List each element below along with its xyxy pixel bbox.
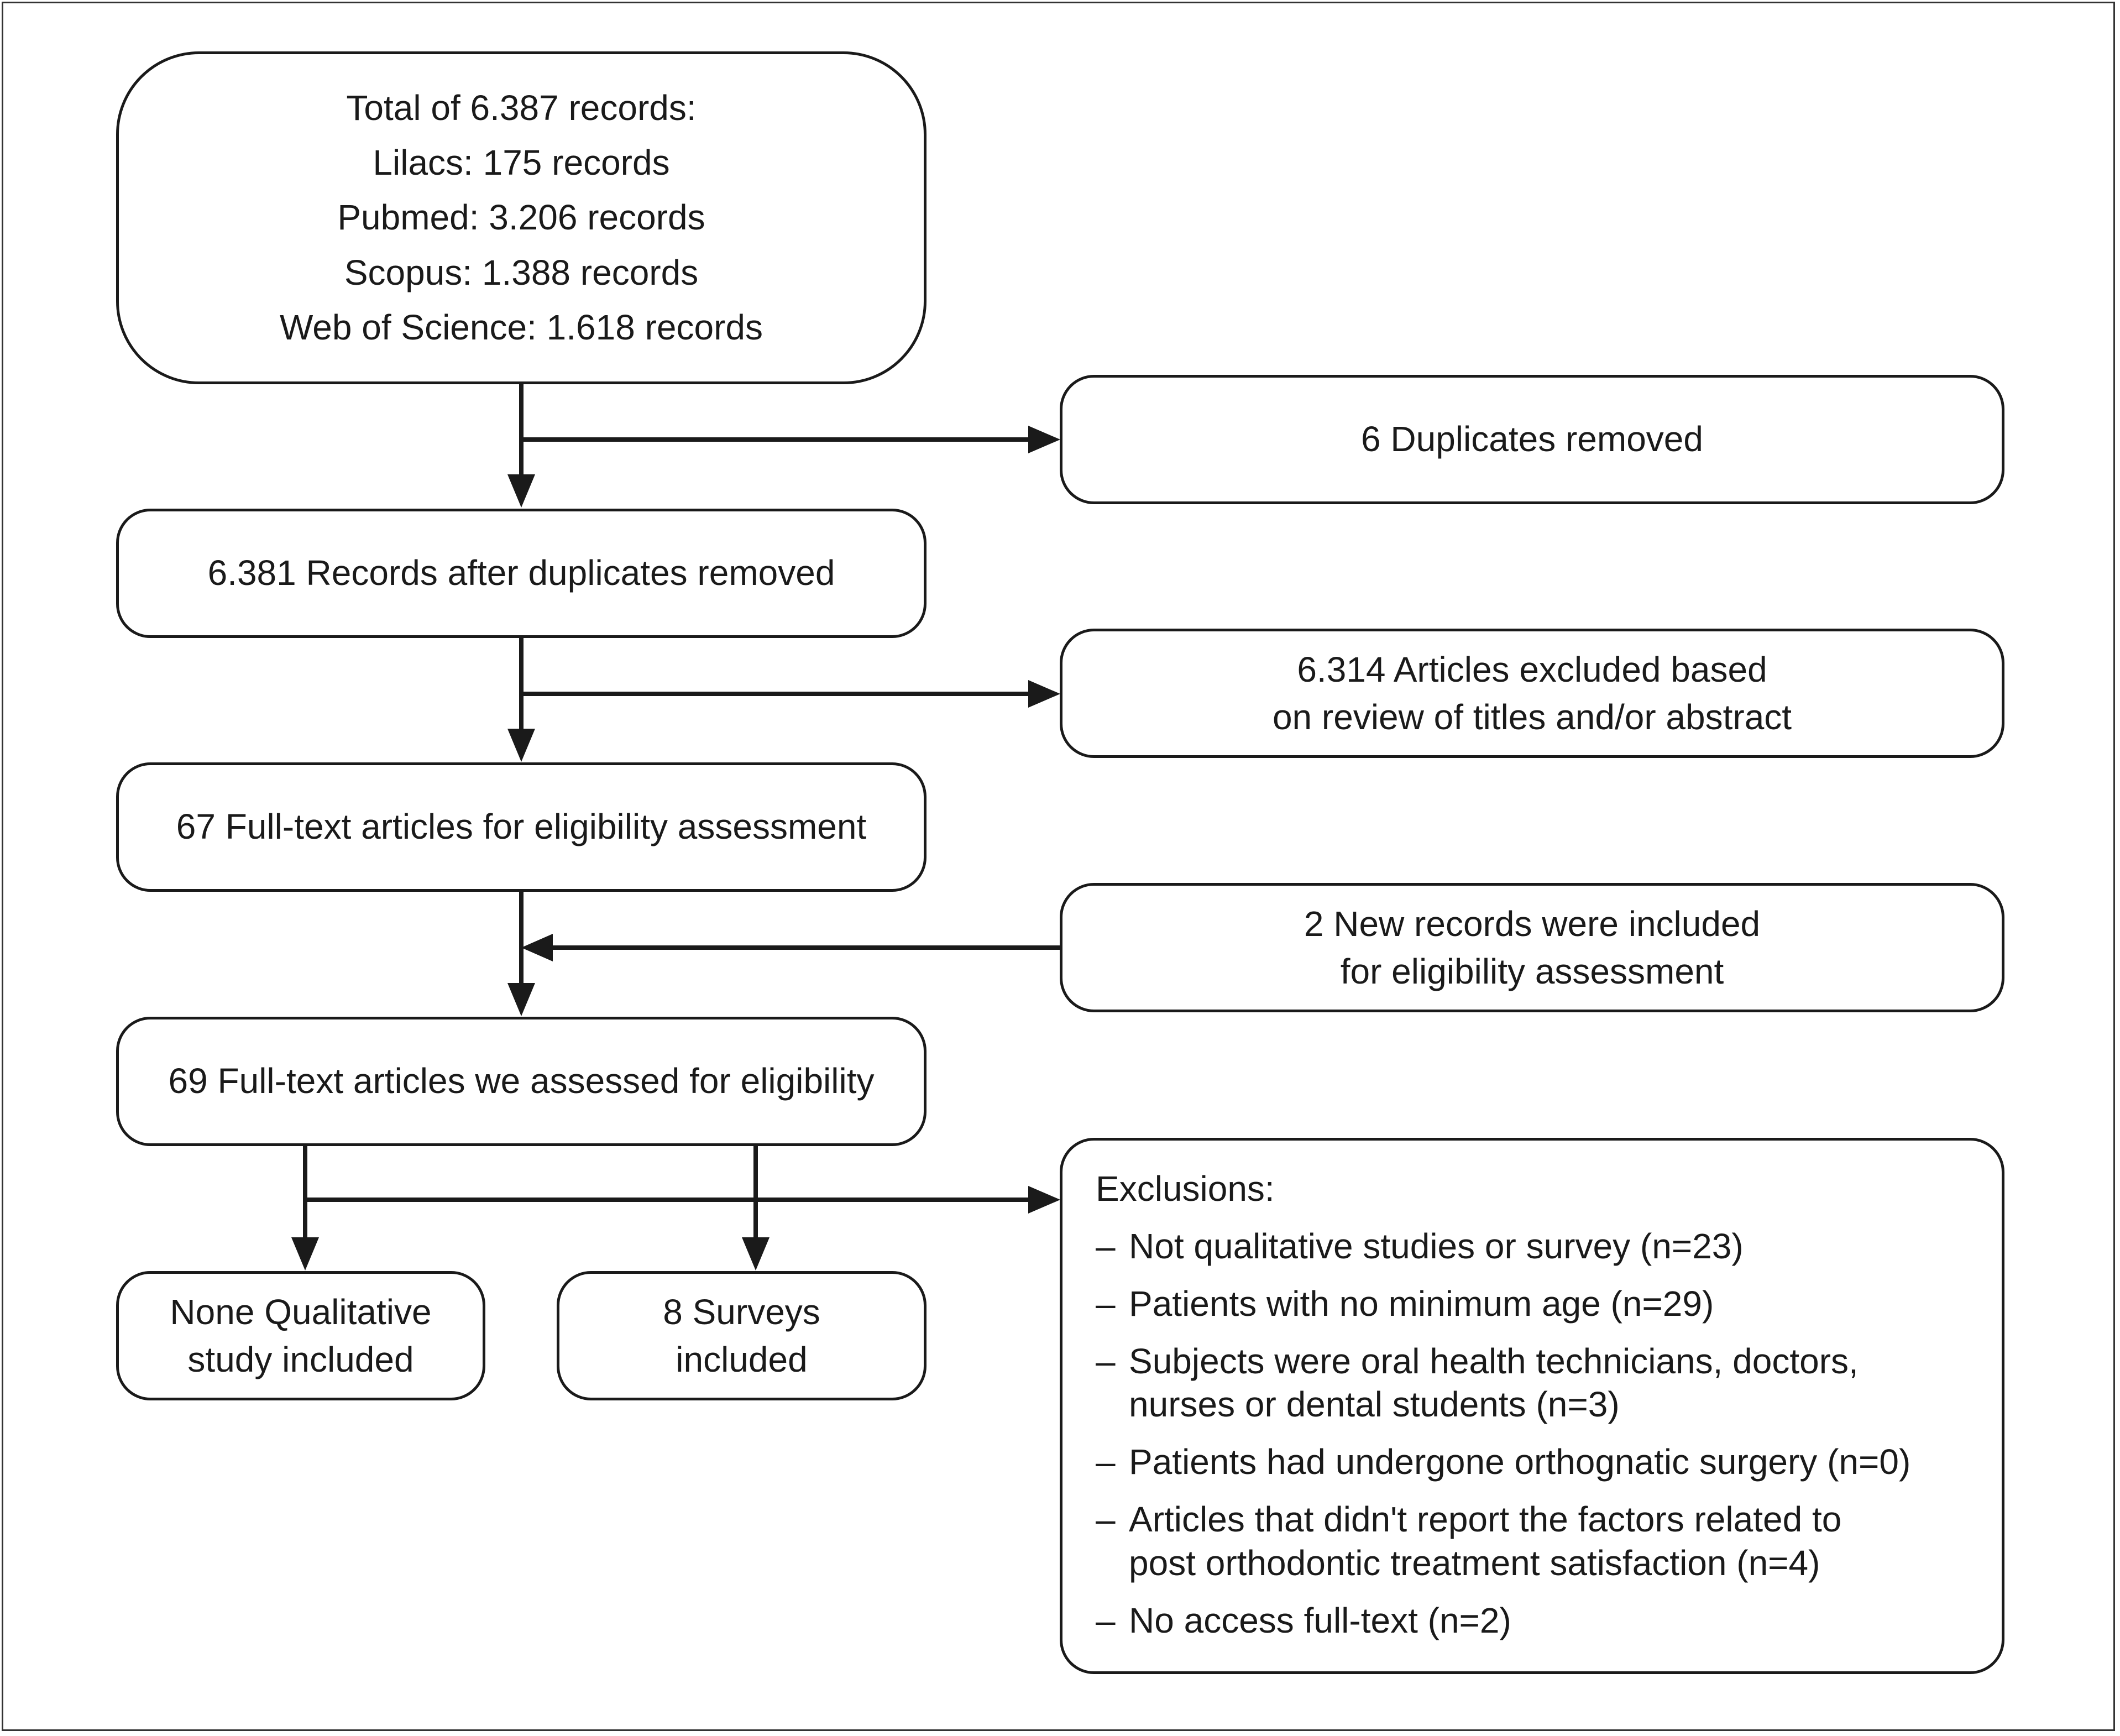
- new-records-line1: 2 New records were included: [1304, 903, 1761, 944]
- source-scopus: Scopus: 1.388 records: [344, 252, 699, 292]
- exclusion-text: Patients had undergone orthognatic surge…: [1129, 1440, 1910, 1483]
- exclusion-line: Not qualitative studies or survey (n=23): [1129, 1226, 1744, 1267]
- exclusion-text: Subjects were oral health technicians, d…: [1129, 1340, 1859, 1426]
- arrowhead-down: [507, 983, 535, 1016]
- source-pubmed: Pubmed: 3.206 records: [337, 197, 705, 238]
- new-records-box: 2 New records were included for eligibil…: [1060, 883, 2004, 1012]
- exclusion-line-continued: post orthodontic treatment satisfaction …: [1129, 1542, 1820, 1583]
- exclusion-text: No access full-text (n=2): [1129, 1599, 1511, 1642]
- exclusion-line-continued: nurses or dental students (n=3): [1129, 1384, 1620, 1425]
- bullet-dash: –: [1096, 1600, 1116, 1640]
- arrowhead-left: [521, 934, 553, 961]
- exclusion-item: – Patients with no minimum age (n=29): [1096, 1282, 1714, 1325]
- source-lilacs: Lilacs: 175 records: [373, 143, 670, 183]
- bullet-dash: –: [1096, 1442, 1116, 1482]
- full-text-label: 67 Full-text articles for eligibility as…: [176, 807, 867, 847]
- arrowhead-right: [1028, 426, 1060, 453]
- exclusion-item: – No access full-text (n=2): [1096, 1599, 1511, 1642]
- exclusion-line: Patients had undergone orthognatic surge…: [1129, 1442, 1911, 1482]
- exclusion-item: – Subjects were oral health technicians,…: [1096, 1340, 1859, 1426]
- exclusion-item: – Patients had undergone orthognatic sur…: [1096, 1440, 1910, 1483]
- arrowhead-down: [742, 1237, 770, 1270]
- excluded-titles-line1: 6.314 Articles excluded based: [1297, 649, 1767, 689]
- exclusion-item: – Not qualitative studies or survey (n=2…: [1096, 1225, 1744, 1268]
- exclusion-line: No access full-text (n=2): [1129, 1600, 1511, 1640]
- exclusion-text: Articles that didn't report the factors …: [1129, 1498, 1841, 1584]
- bullet-dash: –: [1096, 1341, 1116, 1382]
- exclusion-line: Articles that didn't report the factors …: [1129, 1499, 1842, 1540]
- bullet-dash: –: [1096, 1284, 1116, 1324]
- bullet-dash: –: [1096, 1226, 1116, 1267]
- surveys-box: 8 Surveys included: [557, 1271, 926, 1400]
- excluded-titles-line2: on review of titles and/or abstract: [1272, 697, 1792, 737]
- source-web-of-science: Web of Science: 1.618 records: [280, 307, 763, 347]
- new-records-line2: for eligibility assessment: [1340, 951, 1724, 991]
- identification-box: Total of 6.387 records: Lilacs: 175 reco…: [116, 51, 926, 384]
- exclusion-text: Not qualitative studies or survey (n=23): [1129, 1225, 1744, 1268]
- total-records-label: Total of 6.387 records:: [346, 88, 697, 128]
- exclusions-title: Exclusions:: [1096, 1169, 1275, 1209]
- exclusions-box: Exclusions: – Not qualitative studies or…: [1060, 1138, 2004, 1674]
- after-duplicates-box: 6.381 Records after duplicates removed: [116, 509, 926, 638]
- duplicates-removed-label: 6 Duplicates removed: [1361, 419, 1703, 459]
- exclusion-text: Patients with no minimum age (n=29): [1129, 1282, 1714, 1325]
- arrowhead-right: [1028, 680, 1060, 708]
- assessed-box: 69 Full-text articles we assessed for el…: [116, 1017, 926, 1146]
- arrowhead-down: [507, 729, 535, 762]
- full-text-box: 67 Full-text articles for eligibility as…: [116, 762, 926, 892]
- duplicates-removed-box: 6 Duplicates removed: [1060, 375, 2004, 504]
- exclusion-line: Subjects were oral health technicians, d…: [1129, 1341, 1859, 1382]
- bullet-dash: –: [1096, 1499, 1116, 1540]
- assessed-label: 69 Full-text articles we assessed for el…: [168, 1061, 875, 1101]
- arrowhead-down: [291, 1237, 319, 1270]
- arrowhead-right: [1028, 1186, 1060, 1214]
- qualitative-box: None Qualitative study included: [116, 1271, 485, 1400]
- exclusion-item: – Articles that didn't report the factor…: [1096, 1498, 1841, 1584]
- excluded-titles-box: 6.314 Articles excluded based on review …: [1060, 629, 2004, 758]
- surveys-line2: included: [676, 1340, 808, 1379]
- after-duplicates-label: 6.381 Records after duplicates removed: [207, 553, 835, 593]
- arrowhead-down: [507, 474, 535, 508]
- qualitative-line1: None Qualitative: [170, 1291, 432, 1332]
- qualitative-line2: study included: [187, 1340, 414, 1379]
- surveys-line1: 8 Surveys: [663, 1291, 820, 1332]
- exclusion-line: Patients with no minimum age (n=29): [1129, 1284, 1714, 1324]
